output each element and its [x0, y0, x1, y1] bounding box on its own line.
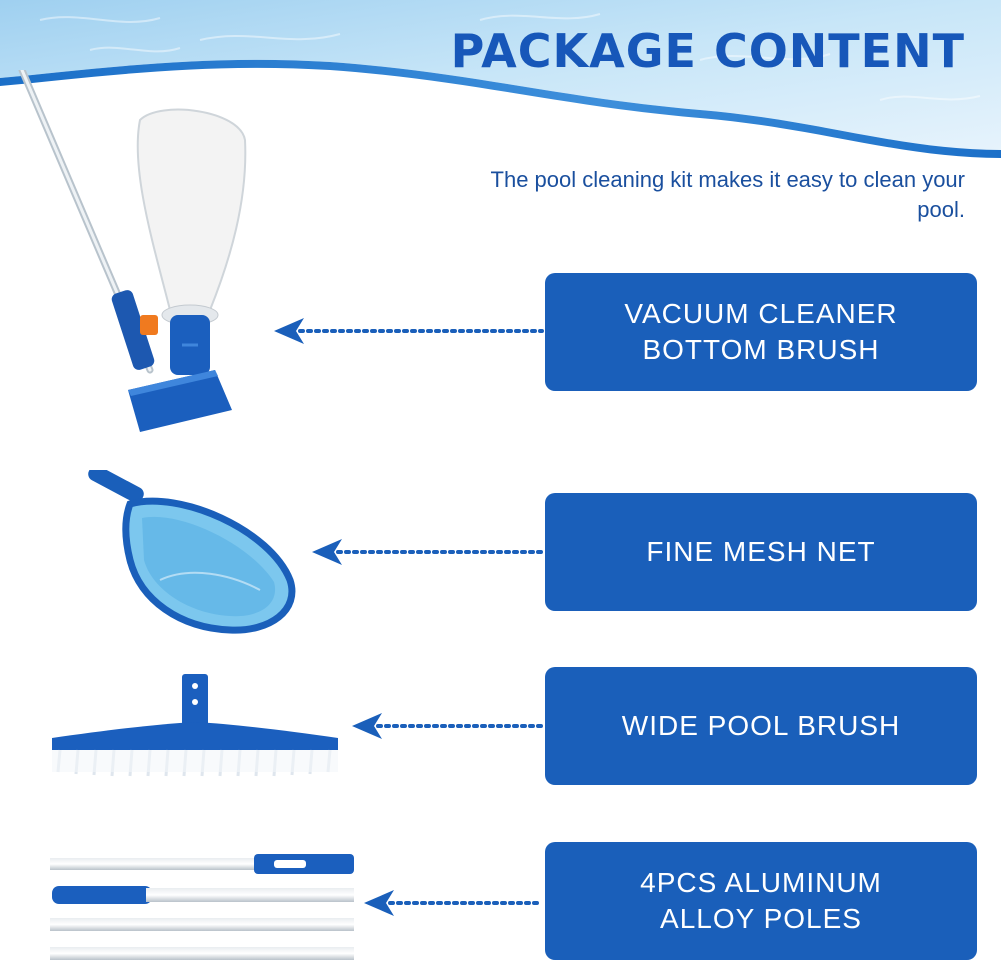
- arrow-poles: [364, 890, 544, 916]
- pool-brush-icon: [52, 674, 338, 777]
- water-wave-header: [0, 0, 1001, 159]
- aluminum-poles-icon: [50, 854, 354, 960]
- label-text: VACUUM CLEANER BOTTOM BRUSH: [624, 298, 898, 365]
- label-fine-mesh-net: FINE MESH NET: [545, 493, 977, 611]
- page-title: PACKAGE CONTENT: [450, 24, 965, 78]
- leaf-skimmer-net-icon: [88, 470, 296, 634]
- arrow-brush: [352, 713, 544, 739]
- label-text: WIDE POOL BRUSH: [621, 710, 901, 741]
- label-aluminum-poles: 4PCS ALUMINUM ALLOY POLES: [545, 842, 977, 960]
- arrow-vacuum: [274, 318, 544, 344]
- label-vacuum-cleaner: VACUUM CLEANER BOTTOM BRUSH: [545, 273, 977, 391]
- vacuum-head-icon: [18, 70, 247, 432]
- label-text: 4PCS ALUMINUM ALLOY POLES: [640, 867, 882, 934]
- arrow-net: [312, 539, 544, 565]
- label-text: FINE MESH NET: [646, 536, 876, 567]
- label-wide-pool-brush: WIDE POOL BRUSH: [545, 667, 977, 785]
- subtitle: The pool cleaning kit makes it easy to c…: [490, 167, 965, 222]
